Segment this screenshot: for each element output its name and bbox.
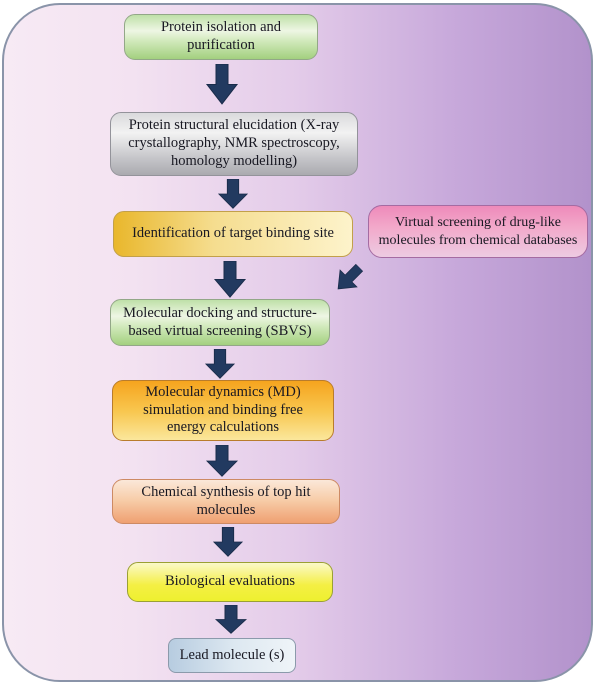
node-binding-site: Identification of target binding site — [113, 211, 353, 257]
down-arrow-icon — [204, 349, 236, 379]
node-label: Virtual screening of drug-like molecules… — [378, 215, 578, 248]
down-arrow-icon — [214, 605, 248, 634]
node-label: Protein isolation and purification — [160, 19, 281, 53]
node-label: Molecular docking and structure-based vi… — [123, 304, 317, 339]
diagonal-down-left-arrow-icon — [328, 258, 369, 299]
down-arrow-icon — [217, 179, 249, 209]
node-label: Molecular dynamics (MD) simulation and b… — [143, 383, 303, 436]
node-lead-molecule: Lead molecule (s) — [168, 638, 296, 673]
node-md-simulation: Molecular dynamics (MD) simulation and b… — [112, 380, 334, 441]
node-structural-elucidation: Protein structural elucidation (X-ray cr… — [110, 112, 358, 176]
node-docking-sbvs: Molecular docking and structure-based vi… — [110, 299, 330, 346]
node-chemical-synthesis: Chemical synthesis of top hit molecules — [112, 479, 340, 524]
down-arrow-icon — [212, 527, 244, 557]
node-label: Identification of target binding site — [132, 225, 334, 242]
node-label: Chemical synthesis of top hit molecules — [141, 483, 311, 518]
node-biological-evaluations: Biological evaluations — [127, 562, 333, 602]
node-label: Lead molecule (s) — [179, 646, 285, 663]
down-arrow-icon — [205, 64, 239, 105]
node-protein-isolation: Protein isolation and purification — [124, 14, 318, 60]
node-label: Protein structural elucidation (X-ray cr… — [128, 117, 340, 169]
down-arrow-icon — [213, 261, 247, 298]
node-label: Biological evaluations — [164, 573, 296, 590]
node-virtual-screening: Virtual screening of drug-like molecules… — [368, 205, 588, 258]
down-arrow-icon — [205, 445, 239, 477]
